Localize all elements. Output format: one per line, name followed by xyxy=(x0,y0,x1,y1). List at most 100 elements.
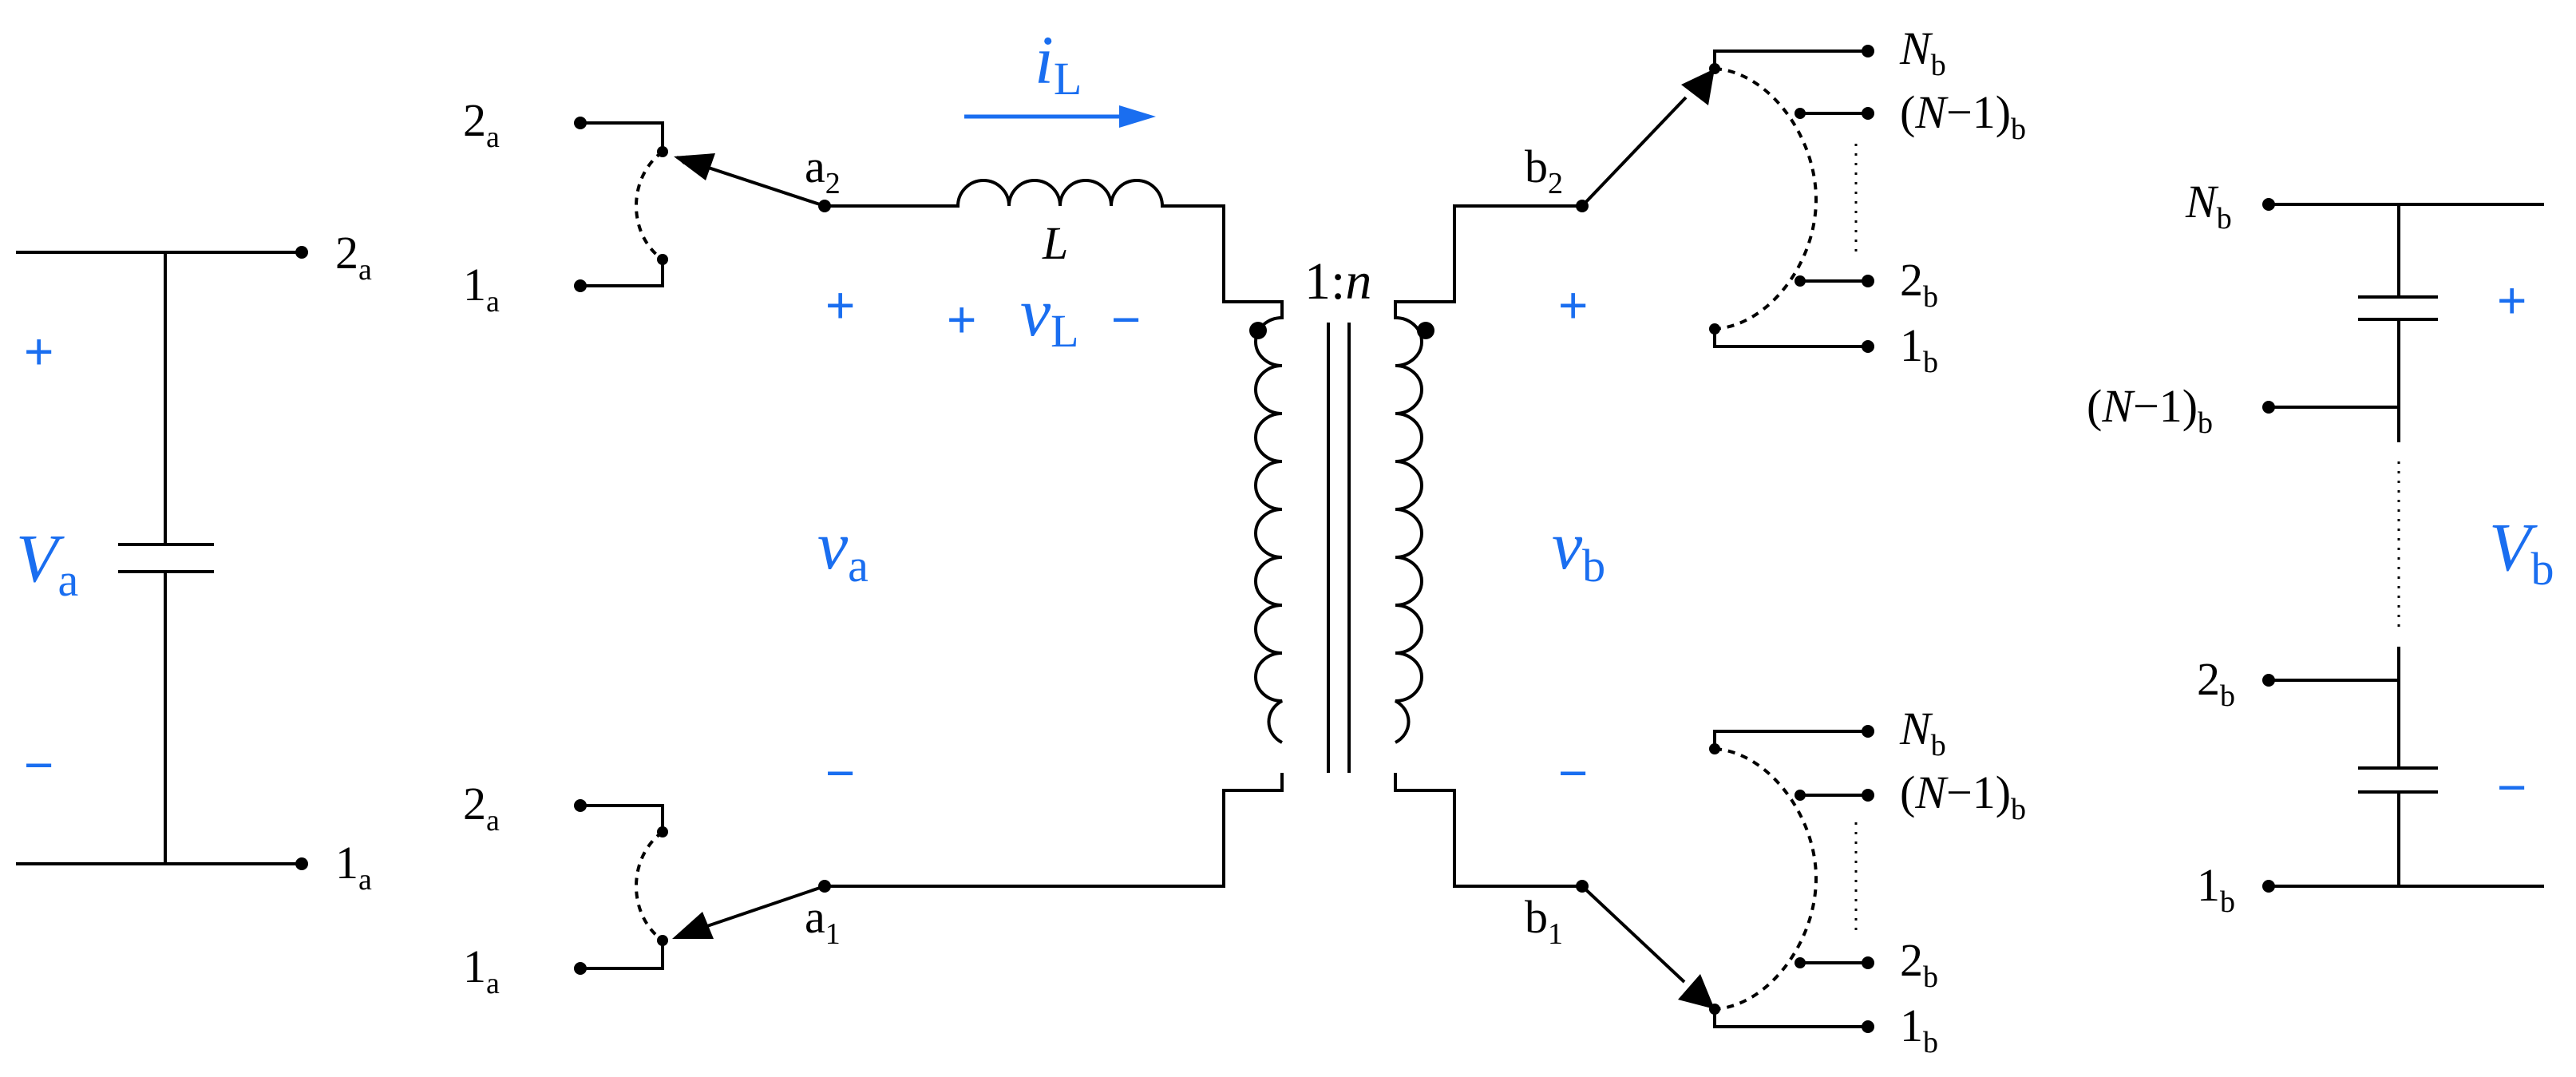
vb-source-minus: − xyxy=(2497,758,2527,816)
switch-b-top-label-N1-N: N xyxy=(1914,86,1949,138)
node-b1-label-sub: 1 xyxy=(1548,917,1563,951)
turns-ratio-one: 1 xyxy=(1304,252,1331,311)
switch-b-top-label-2: 2 xyxy=(1900,254,1923,306)
svg-text:Va: Va xyxy=(16,520,78,606)
switch-a-bottom-label-1: 1 xyxy=(463,940,486,992)
va-minus: − xyxy=(825,744,855,802)
terminal-1a xyxy=(295,857,308,870)
vb-source-subscript: b xyxy=(2531,543,2554,595)
source-b-terminal-1: 1 xyxy=(2197,859,2220,911)
svg-text:1b: 1b xyxy=(1900,319,1938,379)
source-a-terminal-1: 1 xyxy=(335,837,358,889)
switch-a-bottom-label-2: 2 xyxy=(463,778,486,830)
turns-ratio-n: n xyxy=(1345,252,1371,311)
vb-plus: + xyxy=(1558,276,1588,334)
vb-source-plus: + xyxy=(2497,271,2527,329)
va-source-subscript: a xyxy=(58,554,79,606)
source-b: Nb (N−1)b 2b 1b + − Vb xyxy=(2087,176,2554,919)
inductor-voltage-subscript: L xyxy=(1051,305,1078,357)
switch-b-bottom-label-2-sub: b xyxy=(1923,960,1938,994)
switch-b-top-label-1: 1 xyxy=(1900,319,1923,371)
svg-text:2b: 2b xyxy=(1900,254,1938,314)
capacitor-b-top xyxy=(2358,295,2438,321)
vb-minus: − xyxy=(1558,744,1588,802)
svg-text:(N−1)b: (N−1)b xyxy=(1900,86,2026,146)
va-subscript: a xyxy=(848,540,869,592)
vb-subscript: b xyxy=(1582,540,1605,592)
inductor-voltage-symbol: v xyxy=(1020,274,1051,350)
inductor-voltage-minus: − xyxy=(1111,291,1141,348)
source-b-terminal-1-sub: b xyxy=(2220,885,2235,919)
source-a-terminal-1-sub: a xyxy=(358,863,372,897)
svg-text:b1: b1 xyxy=(1525,891,1563,951)
capacitor-b-bottom xyxy=(2358,766,2438,794)
switch-b-top-label-2-sub: b xyxy=(1923,280,1938,314)
svg-text:(N−1)b: (N−1)b xyxy=(2087,380,2213,440)
capacitor-a xyxy=(118,543,214,573)
svg-text:Nb: Nb xyxy=(2185,176,2232,236)
node-a1-label-sub: 1 xyxy=(825,917,841,951)
turns-ratio-colon: : xyxy=(1331,252,1345,311)
switch-b-bottom-label-1: 1 xyxy=(1900,1000,1923,1051)
switch-b-top-label-N1-sub: b xyxy=(2011,113,2026,146)
source-a-terminal-2-sub: a xyxy=(358,253,372,287)
svg-text:a2: a2 xyxy=(805,141,841,200)
svg-text:vb: vb xyxy=(1552,507,1605,592)
source-a-terminal-2: 2 xyxy=(335,227,358,279)
vb-source-symbol: V xyxy=(2489,509,2538,585)
va-plus: + xyxy=(825,276,855,334)
terminal-2a xyxy=(295,246,308,259)
secondary-side: b2 b1 + − vb xyxy=(1394,141,1605,951)
va-source-plus: + xyxy=(24,323,53,380)
switch-b-top-label-N: N xyxy=(1899,22,1933,74)
switch-b-bottom-label-N-sub: b xyxy=(1931,729,1946,762)
svg-text:2a: 2a xyxy=(463,94,500,154)
source-a: 2a 1a + − Va xyxy=(16,227,372,897)
va-source-minus: − xyxy=(24,736,53,794)
node-a1-label: a xyxy=(805,891,825,943)
source-b-terminal-2: 2 xyxy=(2197,653,2220,705)
svg-text:Nb: Nb xyxy=(1899,22,1946,82)
switch-b-top-label-1-sub: b xyxy=(1923,346,1938,379)
svg-text:Nb: Nb xyxy=(1899,703,1946,762)
source-b-terminal-N: N xyxy=(2185,176,2219,228)
switch-a-bottom-label-2-sub: a xyxy=(486,804,500,837)
svg-text:va: va xyxy=(817,507,869,592)
svg-text:1a: 1a xyxy=(463,940,500,1000)
switch-a-top-label-1-sub: a xyxy=(486,285,500,319)
transformer: 1:n xyxy=(1249,252,1434,773)
svg-text:1a: 1a xyxy=(335,837,372,897)
inductor-current-subscript: L xyxy=(1054,53,1082,105)
switch-a-top-label-1: 1 xyxy=(463,259,486,311)
inductor-voltage-plus: + xyxy=(947,291,976,348)
svg-text:b2: b2 xyxy=(1525,141,1563,200)
va-source-symbol: V xyxy=(16,520,65,596)
svg-text:2a: 2a xyxy=(335,227,372,287)
svg-text:1b: 1b xyxy=(1900,1000,1938,1059)
svg-text:1a: 1a xyxy=(463,259,500,319)
inductor-L xyxy=(956,179,1164,207)
source-b-terminal-N1-rest: −1) xyxy=(2133,380,2198,432)
switch-b-bottom-label-1-sub: b xyxy=(1923,1026,1938,1059)
va-symbol: v xyxy=(817,507,849,584)
svg-text:Vb: Vb xyxy=(2489,509,2554,595)
svg-text:2b: 2b xyxy=(1900,934,1938,994)
switch-b-bottom: Nb (N−1)b 2b 1b xyxy=(1581,703,2026,1059)
switch-b-top-label-N1-rest: −1) xyxy=(1946,86,2011,138)
switch-b-top-label-N-sub: b xyxy=(1931,49,1946,82)
dot-primary xyxy=(1249,322,1267,339)
svg-text:a1: a1 xyxy=(805,891,841,951)
switch-b-bottom-label-N1-open: ( xyxy=(1900,766,1915,818)
svg-text:(N−1)b: (N−1)b xyxy=(1900,766,2026,826)
switch-a-bottom: 2a 1a xyxy=(463,778,825,1000)
svg-text:1b: 1b xyxy=(2197,859,2235,919)
dot-secondary xyxy=(1417,322,1434,339)
switch-a-top-label-2-sub: a xyxy=(486,121,500,154)
switch-b-bottom-label-2: 2 xyxy=(1900,934,1923,986)
source-b-terminal-N1-open: ( xyxy=(2087,380,2102,432)
switch-a-top: 2a 1a xyxy=(463,94,825,319)
node-a2-label-sub: 2 xyxy=(825,167,841,200)
svg-text:2a: 2a xyxy=(463,778,500,837)
node-b2-label-sub: 2 xyxy=(1548,167,1563,200)
